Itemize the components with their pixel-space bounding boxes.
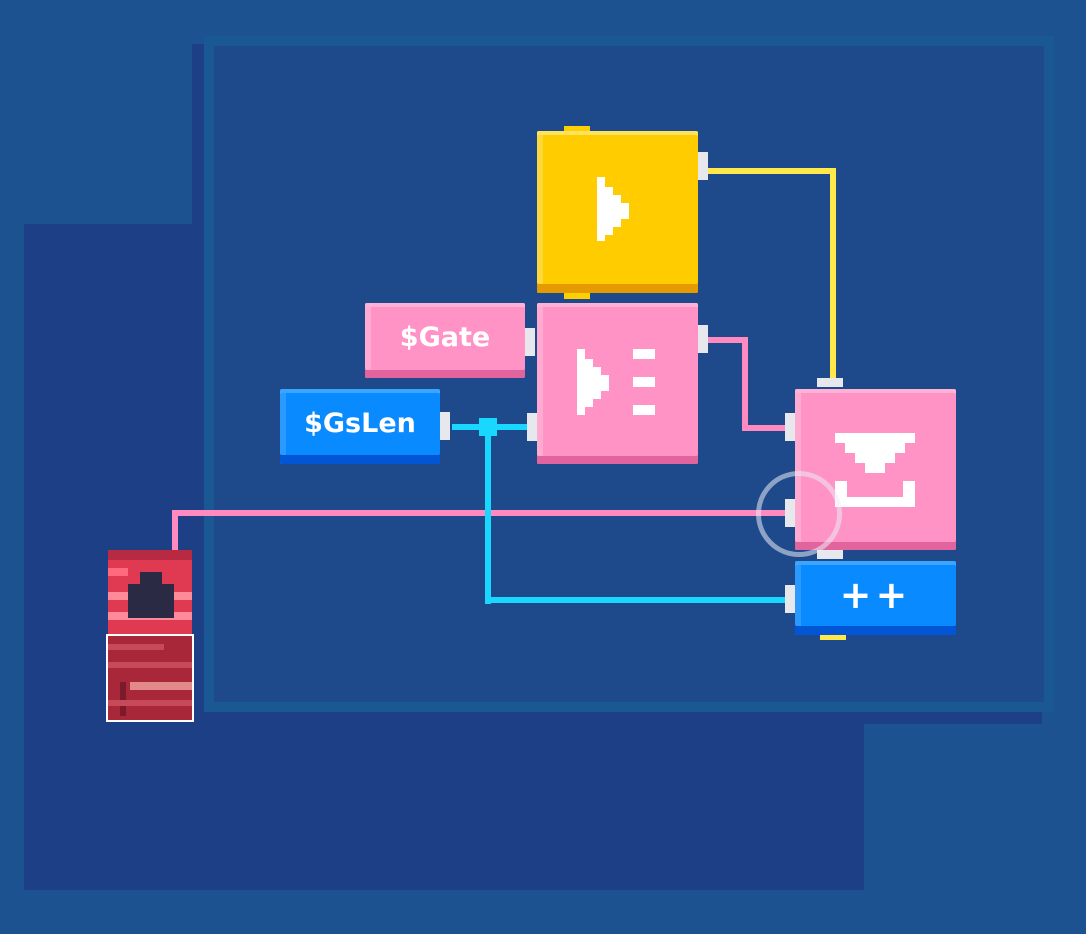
increment-bottom-port: [820, 635, 846, 640]
selector-top-port[interactable]: [817, 378, 843, 387]
gate-variable-out-port[interactable]: [525, 328, 535, 356]
wire-yellow-h: [706, 168, 836, 174]
trigger-out-port[interactable]: [698, 152, 708, 180]
play-icon: [597, 177, 629, 241]
trigger-bottom-port: [564, 290, 590, 299]
wire-pink-seq-h2: [742, 425, 790, 431]
download-tray-icon: [835, 433, 915, 507]
increment-block[interactable]: ++: [795, 561, 956, 635]
increment-label: ++: [839, 573, 912, 617]
wire-yellow-v: [830, 168, 836, 382]
wire-cyan-v: [485, 424, 491, 604]
gslen-variable-label: $GsLen: [304, 408, 416, 439]
increment-in-port[interactable]: [785, 585, 795, 613]
selector-in-port-top[interactable]: [785, 413, 795, 441]
touch-ring-icon: [756, 471, 842, 557]
play-list-icon: [577, 349, 655, 415]
gslen-variable-block[interactable]: $GsLen: [280, 389, 440, 464]
wire-cyan-junction: [479, 418, 497, 436]
gate-variable-label: $Gate: [399, 322, 491, 353]
selector-bottom-port: [817, 550, 843, 559]
trigger-top-port: [564, 126, 590, 135]
trigger-block[interactable]: [537, 131, 698, 293]
sequencer-in-port[interactable]: [527, 413, 537, 441]
red-brick-icon[interactable]: [106, 550, 194, 722]
wire-pink-seq-h1: [706, 337, 748, 343]
wire-pink-seq-v: [742, 337, 748, 431]
gate-variable-block[interactable]: $Gate: [365, 303, 525, 378]
wire-cyan-h2: [485, 597, 790, 603]
sequencer-block[interactable]: [537, 303, 698, 464]
gslen-variable-out-port[interactable]: [440, 412, 450, 440]
sequencer-out-port[interactable]: [698, 325, 708, 353]
wire-pink-brick-h: [172, 510, 790, 516]
